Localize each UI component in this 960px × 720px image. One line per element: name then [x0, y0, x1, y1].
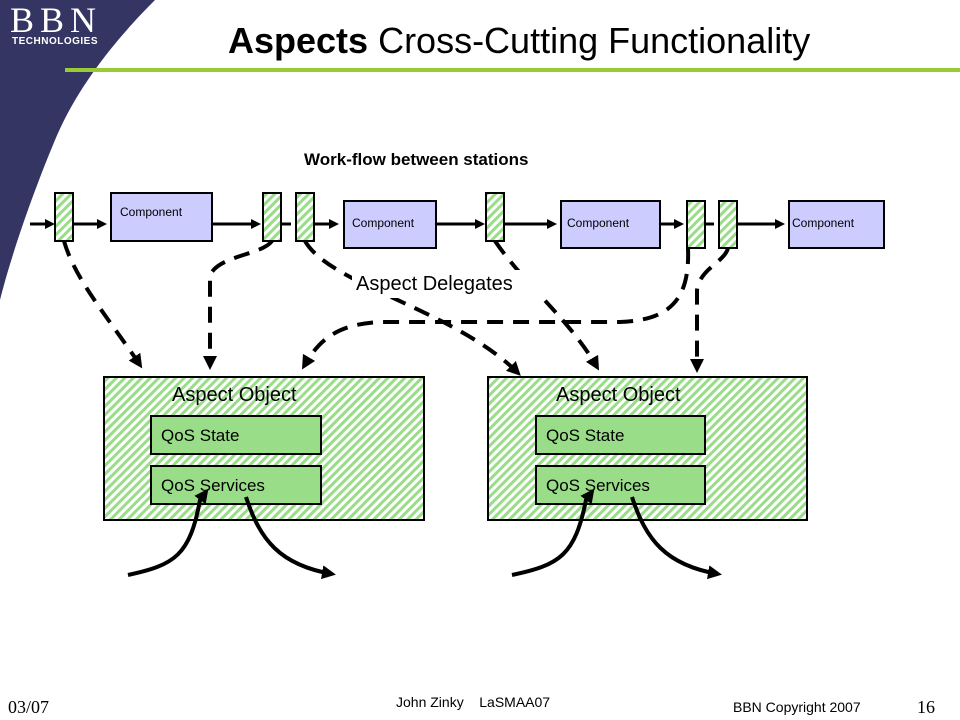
qos-state-label-2: QoS State [546, 426, 625, 445]
logo-subtitle: TECHNOLOGIES [12, 36, 99, 47]
delegate-2 [262, 192, 282, 242]
title-keyword: Aspects [228, 20, 369, 61]
delegates-label: Aspect Delegates [356, 273, 513, 295]
logo-background [0, 0, 155, 300]
title-rule [65, 68, 960, 72]
qos-services-box-2 [535, 465, 706, 505]
delegate-4 [485, 192, 505, 242]
delegate-6 [718, 200, 738, 249]
component-box-4 [788, 200, 885, 249]
component-label-1: Component [120, 205, 183, 219]
response-arrow-2 [630, 496, 722, 580]
delegate-link-4 [493, 239, 599, 371]
footer-copyright: BBN Copyright 2007 [733, 699, 861, 715]
component-label-3: Component [567, 216, 630, 230]
component-label-2: Component [352, 216, 415, 230]
qos-services-label-2: QoS Services [546, 476, 650, 495]
response-arrow-1 [244, 496, 336, 580]
aspect-object-title-2: Aspect Object [556, 384, 681, 406]
page-title: Aspects Cross-Cutting Functionality [228, 20, 810, 62]
delegate-link-2 [203, 239, 274, 370]
qos-state-label-1: QoS State [161, 426, 240, 445]
qos-state-box-2 [535, 415, 706, 455]
title-rest: Cross-Cutting Functionality [368, 20, 811, 61]
request-arrow-2 [511, 488, 595, 577]
logo-wordmark: BBN [10, 0, 103, 40]
footer-page-number: 16 [917, 697, 935, 717]
qos-services-label-1: QoS Services [161, 476, 265, 495]
delegate-link-6 [690, 247, 730, 373]
request-arrow-1 [127, 488, 209, 577]
footer-date: 03/07 [8, 697, 50, 717]
qos-state-box-1 [150, 415, 322, 455]
delegates-label-backdrop [352, 270, 544, 298]
component-box-1 [110, 192, 213, 242]
delegate-link-3 [303, 239, 521, 376]
delegate-1 [54, 192, 74, 242]
aspect-object-title-1: Aspect Object [172, 384, 297, 406]
component-label-4: Component [792, 216, 855, 230]
qos-services-box-1 [150, 465, 322, 505]
delegate-link-5 [301, 247, 691, 370]
delegate-5 [686, 200, 706, 249]
component-box-2 [343, 200, 437, 249]
delegate-link-1 [62, 240, 143, 369]
delegate-3 [295, 192, 315, 242]
workflow-label: Work-flow between stations [304, 150, 529, 169]
component-box-3 [560, 200, 661, 249]
footer-author: John Zinky LaSMAA07 [396, 694, 551, 710]
